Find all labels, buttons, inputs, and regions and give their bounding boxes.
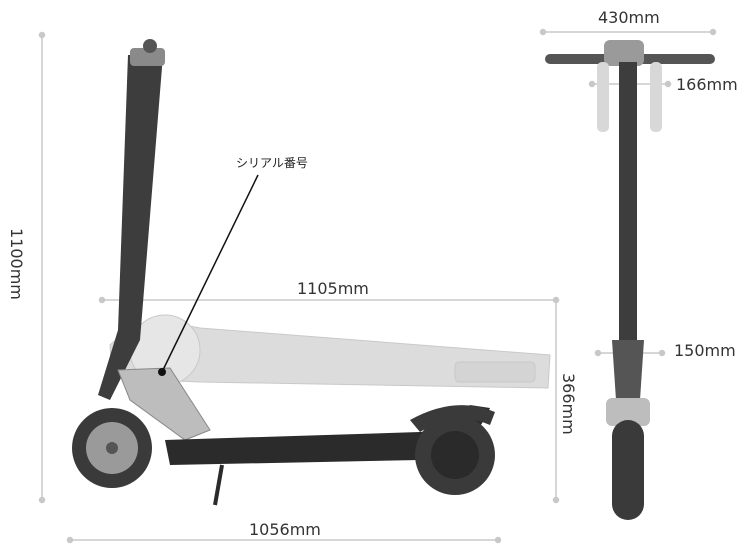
- handlebar-width-label: 430mm: [598, 8, 660, 27]
- handlebar-center: [604, 40, 644, 66]
- rear-motor-hub: [431, 431, 479, 479]
- handlebar-dim-end-right: [709, 28, 717, 36]
- deck-dim-end-left: [594, 349, 602, 357]
- dimension-lines: [38, 28, 717, 544]
- front-body: [612, 340, 644, 400]
- folded-height-dim-end: [552, 496, 560, 504]
- height-dim-end-top: [38, 31, 46, 39]
- front-axle: [106, 442, 118, 454]
- deck-dim-end-right: [658, 349, 666, 357]
- folded-height-label: 366mm: [559, 373, 578, 435]
- stem-top-clamp: [130, 48, 165, 66]
- kickstand: [213, 464, 224, 506]
- height-dim-end-bottom: [38, 496, 46, 504]
- handle-knob: [143, 39, 157, 53]
- front-fork: [606, 398, 650, 426]
- stem: [98, 55, 163, 400]
- grip-dim-end-left: [588, 80, 596, 88]
- handlebar-dim-end-left: [539, 28, 547, 36]
- folded-grip-left: [597, 62, 609, 132]
- deck: [165, 405, 490, 465]
- wheelbase-length-label: 1056mm: [249, 520, 321, 539]
- length-dim-end-right: [494, 536, 502, 544]
- folded-length-label: 1105mm: [297, 279, 369, 298]
- serial-number-callout: シリアル番号: [236, 156, 308, 170]
- front-stem: [619, 62, 637, 342]
- folded-grip-right: [650, 62, 662, 132]
- front-view-scooter: [545, 40, 715, 520]
- total-height-label: 1100mm: [7, 228, 26, 300]
- grip-dim-end-right: [664, 80, 672, 88]
- serial-callout-line: [161, 174, 259, 373]
- folded-dim-end-left: [98, 296, 106, 304]
- length-dim-end-left: [66, 536, 74, 544]
- deck-width-label: 150mm: [674, 341, 736, 360]
- folded-handle-ghost: [454, 361, 536, 383]
- grip-width-label: 166mm: [676, 75, 738, 94]
- front-view-wheel: [612, 420, 644, 520]
- side-view-scooter: [72, 39, 495, 506]
